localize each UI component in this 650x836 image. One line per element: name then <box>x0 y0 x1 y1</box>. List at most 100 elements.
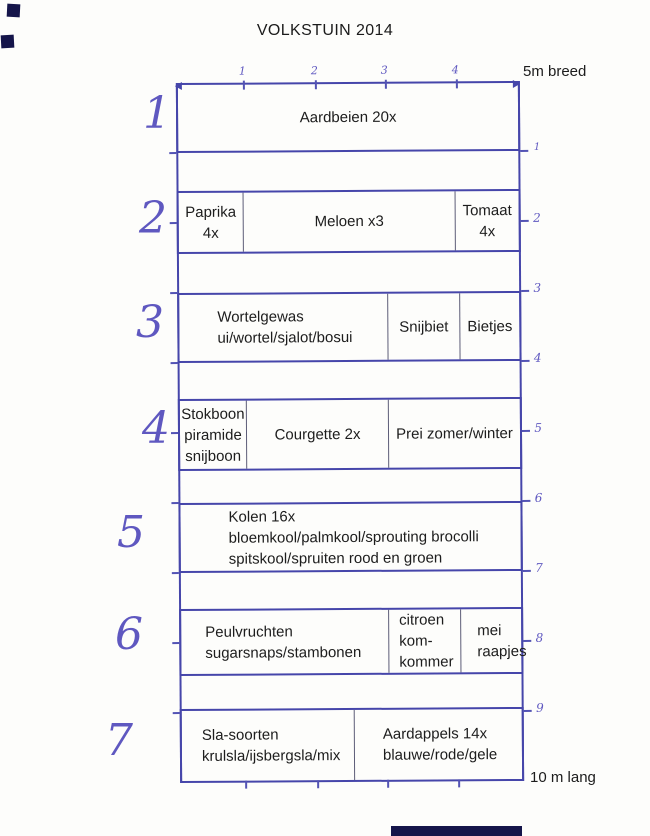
bed-cell: Meloen x3 <box>242 191 455 252</box>
meter-number: 2 <box>533 210 541 225</box>
crop-label: Kolen 16x <box>228 507 296 526</box>
ruler-number: 3 <box>380 63 388 77</box>
bed-row-5: Kolen 16x bloemkool/palmkool/sprouting b… <box>178 500 523 574</box>
bed-row-4: Stokboon piramide snijboon Courgette 2x … <box>177 396 523 472</box>
ruler-tick <box>242 80 245 90</box>
crop-label: raapjes <box>477 642 527 660</box>
meter-tick <box>520 149 529 152</box>
bed-cell: mei raapjes <box>460 608 527 673</box>
bed-cell: Snijbiet <box>387 293 460 360</box>
meter-tick <box>169 152 177 155</box>
meter-tick <box>521 359 530 362</box>
ruler-tick <box>317 780 320 789</box>
ruler-number: 4 <box>451 63 459 77</box>
scan-artifact-square <box>0 34 15 49</box>
meter-tick <box>170 432 179 435</box>
ruler-tick <box>245 780 248 789</box>
crop-label: ui/wortel/sjalot/bosui <box>217 328 353 347</box>
crop-label: Aardbeien 20x <box>299 108 397 126</box>
bed-row-1: Aardbeien 20x 1 2 3 4 <box>174 63 521 154</box>
crop-label: Paprika <box>185 203 237 221</box>
crop-label: Wortelgewas <box>217 308 304 326</box>
bed-number: 4 <box>142 403 170 454</box>
width-dimension-label: 5m breed <box>523 63 587 80</box>
crop-label: Courgette 2x <box>274 425 361 443</box>
meter-number: 3 <box>533 280 542 295</box>
crop-label: citroen <box>399 611 445 629</box>
crop-label: Prei zomer/winter <box>396 424 513 443</box>
ruler-arrow-right-icon <box>512 79 520 88</box>
meter-number: 8 <box>535 630 544 645</box>
bed-cell: Bietjes <box>459 292 520 360</box>
meter-tick <box>522 499 531 502</box>
meter-number: 6 <box>534 490 543 505</box>
crop-label: Aardappels 14x <box>382 725 488 743</box>
bed-cell: Tomaat 4x <box>454 190 519 251</box>
bed-cell: Prei zomer/winter <box>387 398 521 468</box>
bed-cell: Wortelgewas ui/wortel/sjalot/bosui <box>179 294 387 361</box>
bed-row-7: Sla-soorten krulsla/ijsbergsla/mix Aarda… <box>179 706 525 789</box>
crop-label: mei <box>477 621 502 639</box>
crop-label: snijboon <box>185 447 242 465</box>
bed-number: 6 <box>115 609 143 660</box>
meter-tick <box>169 222 177 225</box>
ruler-tick <box>314 80 317 90</box>
bed-number: 2 <box>139 193 167 244</box>
ruler-tick <box>455 79 458 89</box>
crop-label: kom- <box>399 632 433 650</box>
crop-label: piramide <box>184 426 242 444</box>
bed-number: 5 <box>117 507 145 558</box>
crop-label: kommer <box>399 653 454 671</box>
bed-cell: Kolen 16x bloemkool/palmkool/sprouting b… <box>180 503 520 571</box>
meter-number: 1 <box>533 141 541 153</box>
bed-number: 7 <box>105 715 133 766</box>
meter-tick <box>172 642 180 645</box>
scan-artifact-square <box>6 3 21 18</box>
bed-cell: Aardbeien 20x <box>178 83 518 151</box>
crop-label: Sla-soorten <box>201 726 279 744</box>
ruler-number: 1 <box>238 64 246 78</box>
crop-label: blauwe/rode/gele <box>382 746 498 764</box>
bed-cell: Sla-soorten krulsla/ijsbergsla/mix <box>182 710 354 781</box>
meter-tick <box>171 572 179 575</box>
bed-cell: Stokboon piramide snijboon <box>180 401 246 469</box>
bed-row-6: Peulvruchten sugarsnaps/stambonen citroe… <box>179 606 527 677</box>
bed-number: 1 <box>143 88 171 139</box>
bed-cell: citroen kom- kommer <box>388 609 461 673</box>
meter-number: 4 <box>533 350 542 365</box>
crop-label: 4x <box>479 222 496 240</box>
length-dimension-label: 10 m lang <box>530 769 596 786</box>
crop-label: Stokboon <box>181 405 245 423</box>
meter-tick <box>523 639 532 642</box>
bed-cell: Courgette 2x <box>245 399 389 469</box>
ruler-tick <box>387 779 390 788</box>
crop-label: sugarsnaps/stambonen <box>205 643 362 662</box>
meter-number: 5 <box>534 420 543 435</box>
meter-tick <box>171 502 179 505</box>
meter-tick <box>170 292 178 295</box>
bed-cell: Aardappels 14x blauwe/rode/gele <box>353 708 523 780</box>
crop-label: bloemkool/palmkool/sprouting brocolli <box>228 527 479 547</box>
meter-tick <box>523 709 532 712</box>
bed-cell: Paprika 4x <box>179 193 243 252</box>
bed-row-3: Wortelgewas ui/wortel/sjalot/bosui Snijb… <box>177 290 522 364</box>
meter-tick <box>170 362 178 365</box>
crop-label: Bietjes <box>467 317 513 335</box>
meter-number: 9 <box>536 700 544 715</box>
bed-number: 3 <box>136 297 164 348</box>
page-title: VOLKSTUIN 2014 <box>256 22 394 39</box>
bed-cell: Peulvruchten sugarsnaps/stambonen <box>181 610 388 674</box>
ruler-tick <box>458 779 461 788</box>
crop-label: 4x <box>202 224 219 242</box>
meter-number: 7 <box>535 560 543 575</box>
crop-label: Peulvruchten <box>205 622 293 641</box>
ruler-number: 2 <box>310 64 318 78</box>
ruler-arrow-left-icon <box>174 82 182 91</box>
bed-row-2: Paprika 4x Meloen x3 Tomaat 4x <box>176 188 521 255</box>
ruler-tick <box>384 79 387 89</box>
meter-tick <box>521 429 531 432</box>
scan-artifact-bar <box>391 826 522 836</box>
meter-tick <box>522 569 531 572</box>
crop-label: Meloen x3 <box>314 212 384 231</box>
